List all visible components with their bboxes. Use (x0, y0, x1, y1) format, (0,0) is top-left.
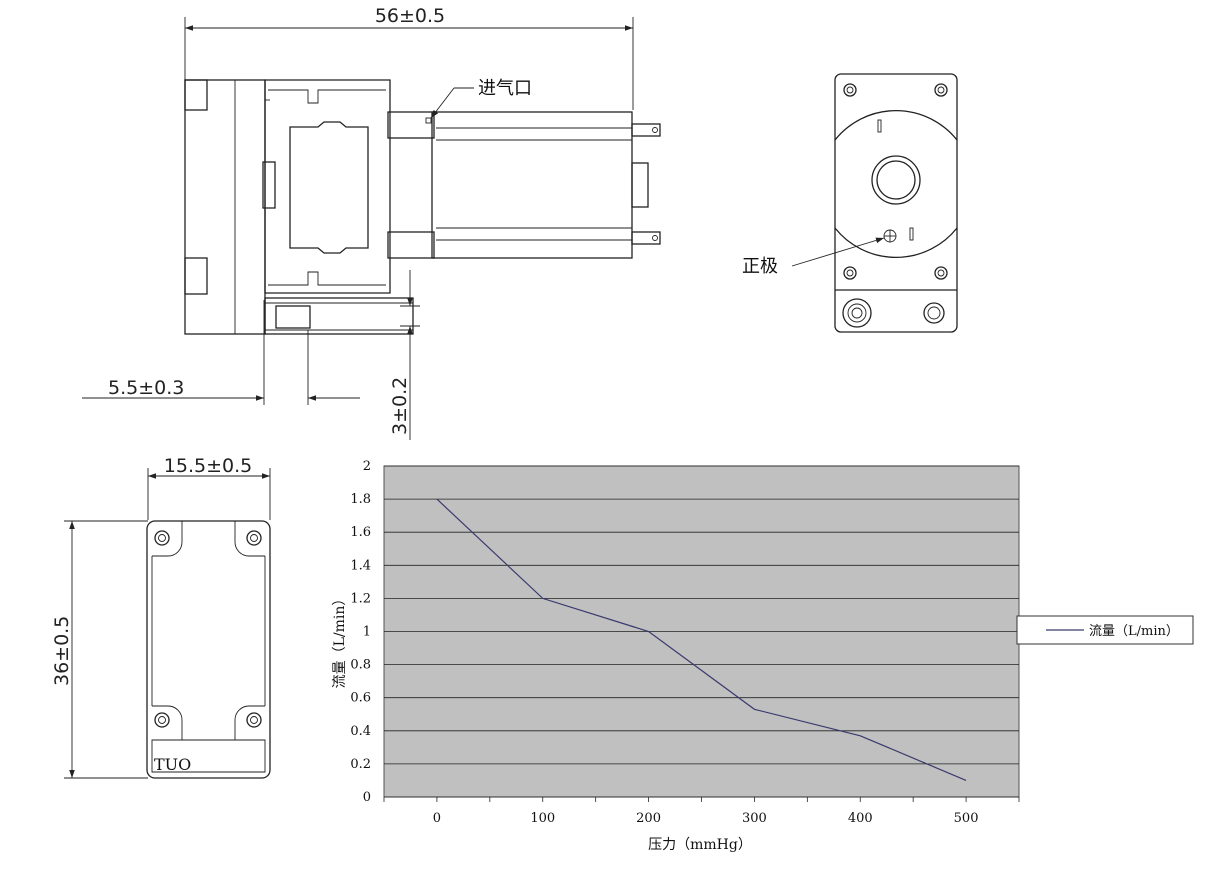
y-tick-label: 0.4 (350, 724, 371, 739)
side-view: 56±0.5 (82, 5, 661, 440)
flow-pressure-chart: 0 0.2 0.4 0.6 0.8 1 1.2 1.4 1.6 1.8 2 0 100 200 300 400… (332, 459, 1194, 853)
dim-outlet-offset: 5.5±0.3 (108, 377, 184, 399)
x-tick-label: 100 (530, 811, 555, 826)
x-tick-label: 300 (742, 811, 767, 826)
y-tick-label: 1.2 (350, 591, 371, 606)
legend-entry: 流量（L/min） (1089, 624, 1179, 639)
x-tick-label: 500 (954, 811, 979, 826)
dim-width: 15.5±0.5 (164, 455, 252, 477)
y-tick-label: 2 (363, 459, 371, 474)
dim-height: 36±0.5 (51, 616, 73, 686)
bracket-view: 15.5±0.5 36±0.5 TUO (51, 455, 271, 779)
x-axis-label: 压力（mmHg） (648, 837, 752, 853)
y-tick-label: 1.4 (350, 558, 371, 573)
dim-total-length: 56±0.5 (375, 5, 445, 27)
x-tick-label: 200 (636, 811, 661, 826)
dim-outlet-diameter: 3±0.2 (389, 377, 411, 435)
y-tick-label: 1 (363, 625, 371, 640)
x-tick-label: 400 (848, 811, 873, 826)
x-tick-label: 0 (433, 811, 441, 826)
y-tick-label: 1.8 (350, 492, 371, 507)
y-tick-label: 1.6 (350, 525, 371, 540)
y-tick-label: 0.8 (350, 658, 371, 673)
y-tick-label: 0 (363, 790, 371, 805)
end-view: 正极 (742, 73, 958, 333)
y-axis-label: 流量（L/min） (332, 592, 348, 689)
y-tick-label: 0.6 (350, 691, 371, 706)
bracket-mark: TUO (154, 755, 191, 774)
positive-terminal-label: 正极 (742, 256, 778, 277)
y-tick-label: 0.2 (350, 757, 371, 772)
inlet-label: 进气口 (478, 78, 532, 99)
series-line-flow (436, 498, 967, 782)
